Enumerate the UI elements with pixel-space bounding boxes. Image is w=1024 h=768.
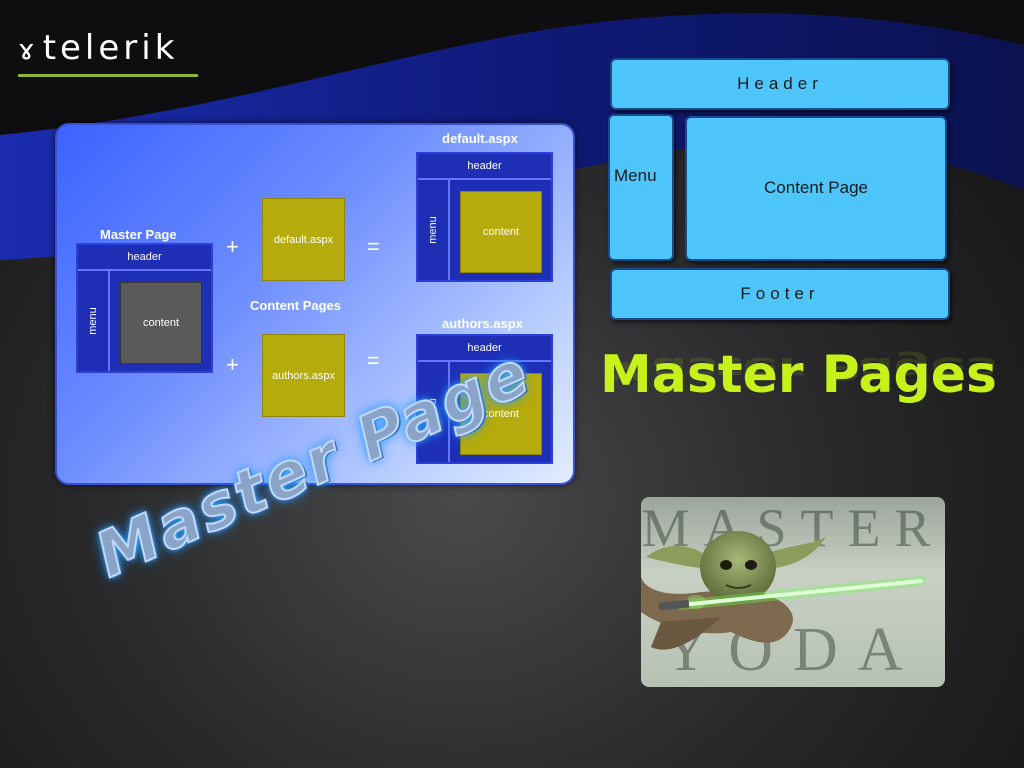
logo-word: telerik bbox=[42, 28, 179, 68]
slide-title: Master Pages bbox=[600, 345, 997, 405]
plus-sign-2: + bbox=[226, 352, 239, 377]
master-header: header bbox=[78, 245, 211, 271]
equals-sign-1: = bbox=[367, 234, 380, 259]
logo-underline bbox=[18, 74, 198, 77]
layout-footer: Footer bbox=[610, 268, 950, 320]
default-menu-label: menu bbox=[427, 216, 439, 244]
authors-result-page: header menu content bbox=[416, 334, 553, 464]
layout-header: Header bbox=[610, 58, 950, 110]
default-content: content bbox=[460, 191, 542, 273]
authors-aspx-label: authors.aspx bbox=[442, 316, 523, 331]
slide-title-reflection: Master Pages bbox=[600, 350, 997, 386]
plus-sign-1: + bbox=[226, 234, 239, 259]
default-menu: menu bbox=[418, 180, 450, 280]
authors-header: header bbox=[418, 336, 551, 362]
authors-content: content bbox=[460, 373, 542, 455]
master-yoda-image: MASTER YODA bbox=[641, 497, 945, 687]
default-aspx-content-page: default.aspx bbox=[262, 198, 345, 281]
authors-menu: menu bbox=[418, 362, 450, 462]
default-header: header bbox=[418, 154, 551, 180]
telerik-mark-icon: ɤ bbox=[18, 33, 39, 66]
authors-aspx-content-page: authors.aspx bbox=[262, 334, 345, 417]
default-result-page: header menu content bbox=[416, 152, 553, 282]
master-page-box: header menu content bbox=[76, 243, 213, 373]
layout-menu: Menu bbox=[608, 114, 674, 261]
equals-sign-2: = bbox=[367, 348, 380, 373]
master-menu: menu bbox=[78, 271, 110, 371]
master-menu-label: menu bbox=[87, 307, 99, 335]
yoda-figure bbox=[641, 531, 926, 650]
master-page-label: Master Page bbox=[100, 227, 177, 242]
content-pages-label: Content Pages bbox=[250, 298, 342, 313]
default-aspx-label: default.aspx bbox=[442, 131, 518, 146]
master-content: content bbox=[120, 282, 202, 364]
layout-content-page: Content Page bbox=[685, 116, 947, 261]
